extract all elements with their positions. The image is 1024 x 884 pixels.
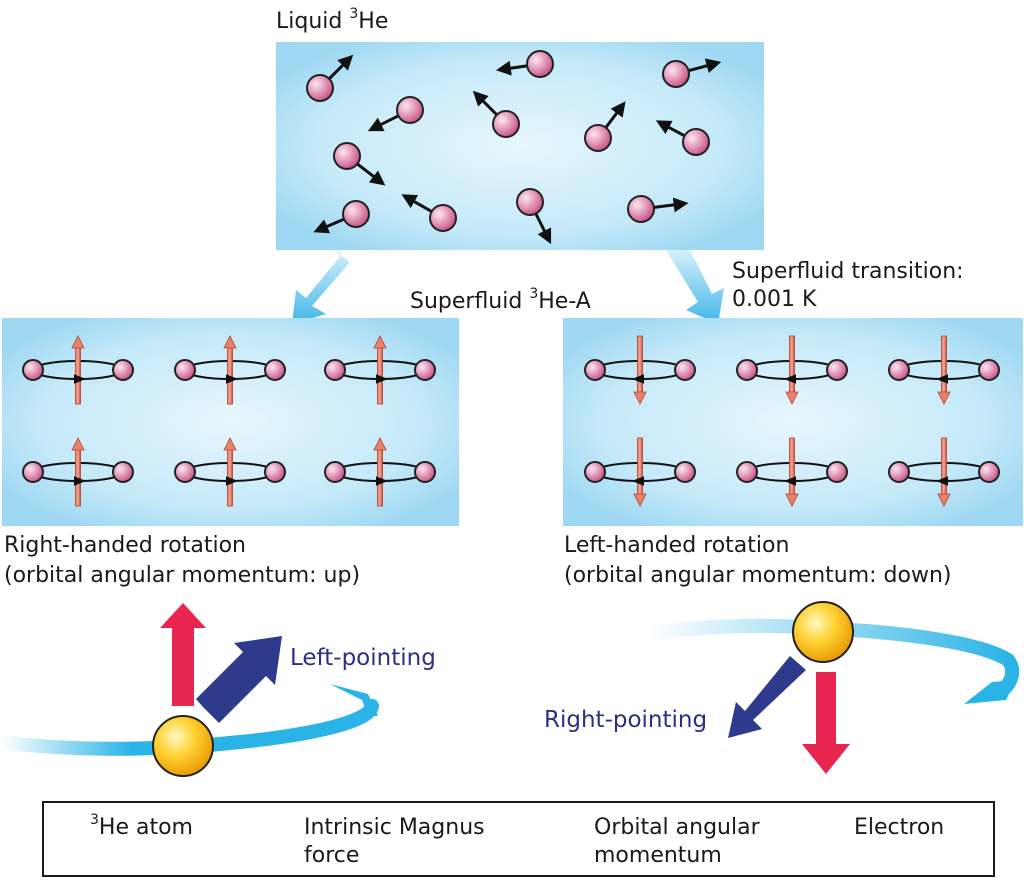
helium3-atom	[516, 188, 552, 245]
right-handed-title: Right-handed rotation	[4, 533, 246, 558]
cooper-pair	[22, 437, 134, 507]
helium3-atom	[495, 50, 554, 78]
helium3-atom	[472, 90, 520, 138]
helium3-atom	[313, 200, 370, 234]
electron	[152, 715, 214, 777]
legend	[42, 801, 995, 877]
left-handed-electron-illustration	[641, 601, 1020, 774]
cooper-pair	[584, 437, 696, 507]
transition-label-line1: Superfluid transition:	[732, 259, 964, 284]
legend-atom-label: 3He atom	[90, 811, 193, 840]
legend-orbital-label-line2: momentum	[594, 843, 722, 868]
cooper-pair	[584, 335, 696, 405]
orbit-ring-left	[0, 699, 379, 756]
transition-arrow-left	[292, 250, 350, 324]
superfluid-a-label: Superfluid 3He-A	[410, 285, 591, 314]
helium3-atom	[401, 194, 457, 232]
helium3-atom	[367, 96, 424, 132]
helium3-atom	[333, 142, 386, 186]
helium3-atom	[662, 58, 722, 88]
left-pointing-label: Left-pointing	[290, 645, 436, 671]
orbit-ring-right	[641, 619, 1020, 699]
transition-label-line2: 0.001 K	[732, 287, 817, 312]
orbital-momentum-arrow-up	[160, 603, 206, 706]
cooper-pair	[888, 437, 1000, 507]
left-handed-title: Left-handed rotation	[564, 533, 790, 558]
left-handed-subtitle: (orbital angular momentum: down)	[564, 563, 952, 588]
electron	[792, 601, 854, 663]
magnus-force-arrow-right-pointing	[728, 656, 806, 738]
legend-orbital-label-line1: Orbital angular	[594, 815, 760, 840]
liquid-atoms	[306, 50, 722, 245]
cooper-pair	[22, 335, 134, 405]
left-handed-pairs	[584, 335, 1000, 507]
cooper-pair	[174, 437, 286, 507]
magnus-force-arrow-left-pointing	[196, 636, 282, 723]
helium3-atom	[655, 120, 710, 156]
right-handed-pairs	[22, 335, 436, 507]
helium3-atom	[627, 195, 689, 223]
cooper-pair	[736, 335, 848, 405]
helium3-atom	[584, 101, 626, 152]
cooper-pair	[324, 335, 436, 405]
legend-magnus-label-line1: Intrinsic Magnus	[304, 815, 485, 840]
cooper-pair	[324, 437, 436, 507]
right-handed-subtitle: (orbital angular momentum: up)	[4, 563, 361, 588]
cooper-pair	[174, 335, 286, 405]
transition-arrow-right	[666, 250, 724, 324]
cooper-pair	[888, 335, 1000, 405]
legend-magnus-label-line2: force	[304, 843, 360, 868]
right-pointing-label: Right-pointing	[544, 707, 708, 733]
legend-electron-label: Electron	[854, 815, 945, 840]
liquid-helium-label: Liquid 3He	[276, 5, 389, 34]
orbital-momentum-arrow-down	[802, 672, 850, 774]
helium3-atom	[306, 54, 354, 102]
cooper-pair	[736, 437, 848, 507]
right-handed-electron-illustration	[0, 603, 379, 777]
